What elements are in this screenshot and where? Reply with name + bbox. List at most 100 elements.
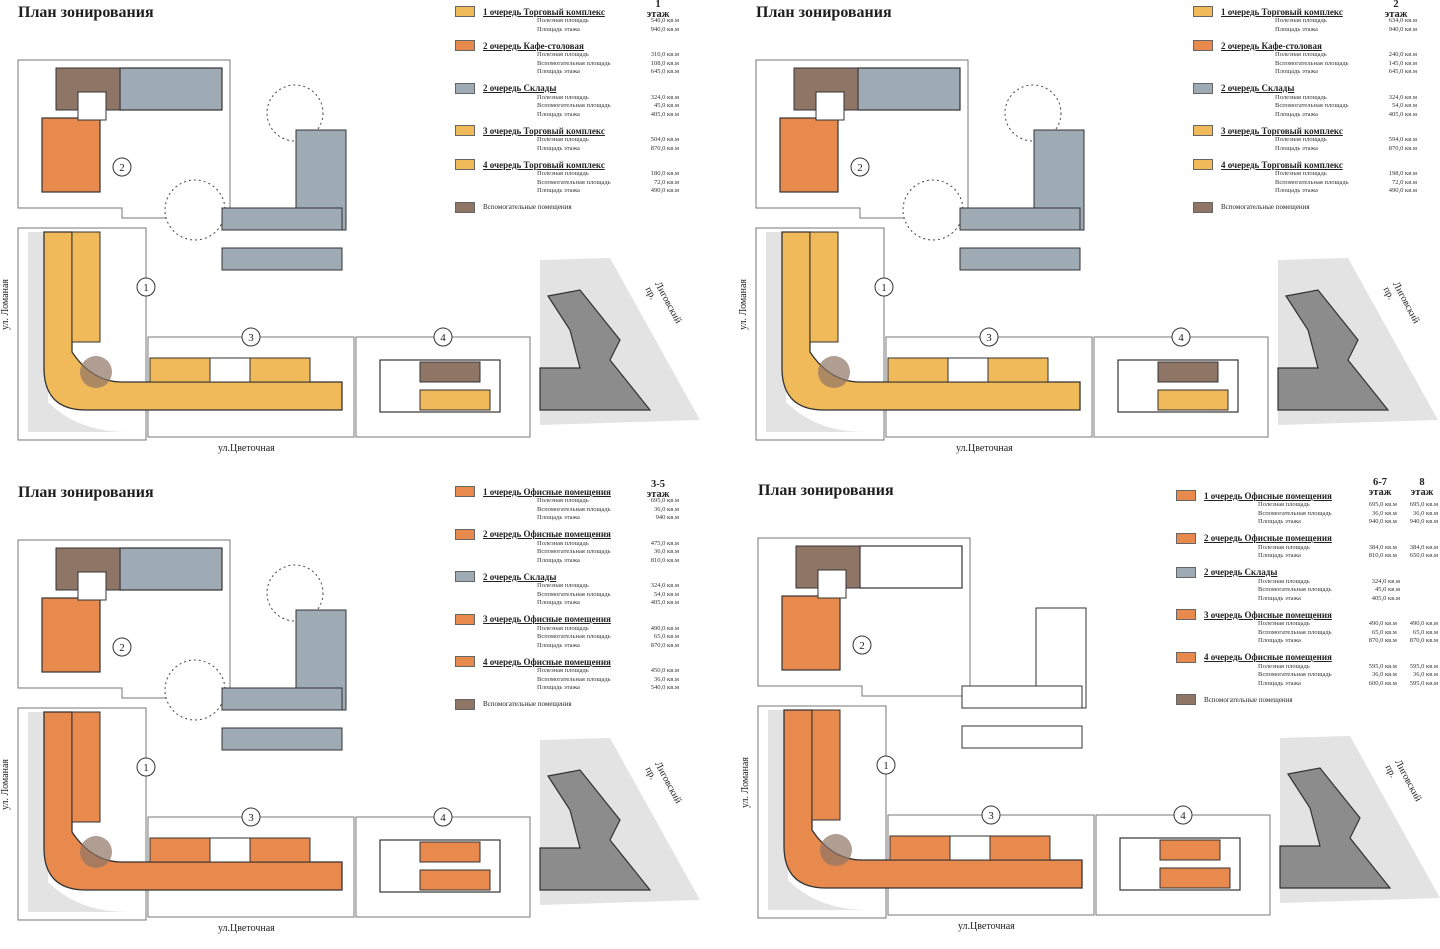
zone-label-3: 3	[986, 332, 992, 344]
legend-swatch	[455, 125, 475, 136]
legend-row-label: Полезная площадь	[1258, 620, 1310, 627]
legend-row-value: 490,0 кв.м	[1409, 620, 1439, 627]
legend-aux: Вспомогательные помещения	[455, 698, 717, 710]
zone-marker-1	[874, 277, 894, 297]
legend-swatch	[1176, 651, 1196, 663]
zone-label-1: 1	[143, 282, 149, 294]
wing-1-inner	[811, 709, 841, 821]
wing-3-core	[949, 835, 991, 861]
legend-row-value: 54,0 кв.м	[1392, 102, 1417, 109]
legend-row-value: 490,0 кв.м	[1368, 620, 1397, 627]
legend-row-label: Полезная площадь	[537, 582, 589, 589]
legend-row-value: 405,0 кв.м	[1371, 594, 1400, 602]
legend-swatch	[455, 40, 475, 51]
legend-row-value: 198,0 кв.м	[1388, 170, 1417, 177]
legend-row-value: 600,0 кв.м	[1368, 679, 1397, 687]
street-label-left: ул. Ломаная	[738, 279, 749, 330]
legend-item-header: 2 очередь Склады	[455, 571, 717, 582]
zone-2-boundary	[17, 539, 231, 699]
legend-row-value: 695,0 кв.м	[1368, 501, 1397, 508]
zone-marker-1	[136, 757, 156, 777]
wing-4-top	[1159, 839, 1221, 861]
legend-item-header: 4 очередь Офисные помещения	[455, 656, 717, 667]
legend-row-value: 645,0 кв.м	[1388, 68, 1417, 75]
zone-label-4: 4	[440, 332, 446, 344]
legend-aux-label: Вспомогательные помещения	[1204, 695, 1293, 704]
legend-item-header: 2 очередь Склады	[455, 82, 717, 94]
legend-row: Полезная площадь 490,0 кв.м 490,0 кв.м	[1176, 620, 1438, 629]
zone-marker-3	[241, 327, 261, 347]
legend-swatch	[1176, 490, 1196, 501]
legend-aux: Вспомогательные помещения	[1176, 694, 1438, 705]
legend-row-value: 36,0 кв.м	[1371, 671, 1397, 678]
atrium-stair	[818, 356, 850, 388]
legend-row-value: 65,0 кв.м	[1413, 628, 1439, 636]
legend-swatch	[1193, 159, 1213, 170]
ramp-spiral-north	[1004, 84, 1062, 142]
legend-row-label: Площадь этажа	[1258, 518, 1301, 525]
legend-item-title: 3 очередь Торговый комплекс	[1221, 125, 1343, 136]
wing-1-main	[781, 231, 1081, 411]
legend-row-label: Площадь этажа	[537, 556, 580, 564]
legend-row-label: Площадь этажа	[1258, 679, 1301, 687]
legend-row-value: 940,0 кв.м	[1368, 518, 1397, 525]
legend-row-value: 540,0 кв.м	[650, 17, 679, 24]
wing-2-west	[41, 117, 101, 193]
legend-item-header: 3 очередь Торговый комплекс	[455, 125, 717, 136]
legend-row-value: 36,0 кв.м	[1413, 509, 1439, 517]
legend-row-value: 324,0 кв.м	[1371, 577, 1400, 585]
legend-row-label: Вспомогательная площадь	[537, 548, 611, 555]
legend-row-value: 36,0 кв.м	[654, 505, 679, 513]
zone-marker-2	[852, 635, 872, 655]
legend-swatch	[455, 528, 475, 540]
legend-item-title: 1 очередь Офисные помещения	[1204, 490, 1332, 501]
zone-marker-4	[433, 327, 453, 347]
panel-title: План зонирования	[18, 4, 154, 21]
legend-item-header: 2 очередь Кафе-столовая	[1193, 40, 1440, 51]
legend-item-title: 1 очередь Торговый комплекс	[1221, 6, 1343, 17]
legend-row-value: 310,0 кв.м	[650, 51, 679, 58]
legend-aux: Вспомогательные помещения	[1193, 201, 1440, 213]
legend-row-value: 324,0 кв.м	[1388, 93, 1417, 101]
floor-header: 8 этаж	[1410, 478, 1434, 498]
warehouse-row-upper	[959, 207, 1081, 231]
legend-row-value: 940,0 кв.м	[1409, 518, 1439, 525]
ramp-spiral-west	[164, 179, 226, 241]
legend-row-value: 65,0 кв.м	[654, 633, 679, 640]
legend-swatch	[455, 656, 475, 667]
legend-swatch	[1193, 125, 1213, 136]
legend-row-label: Полезная площадь	[537, 497, 589, 504]
stair-core	[77, 91, 107, 121]
legend-row-label: Полезная площадь	[537, 170, 589, 177]
ramp-spiral-north	[266, 84, 324, 142]
zone-label-4: 4	[440, 812, 446, 824]
zone-1-boundary	[17, 707, 147, 921]
floor-header: 6-7 этаж	[1368, 478, 1392, 498]
legend-row-value: 940,0 кв.м	[1388, 25, 1417, 33]
zone-1-boundary	[757, 705, 887, 919]
legend-row-value: 240,0 кв.м	[1388, 51, 1417, 58]
wing-2-west	[41, 597, 101, 673]
legend-row-value: 36,0 кв.м	[654, 548, 679, 555]
legend-swatch	[455, 6, 475, 17]
legend-item-header: 4 очередь Торговый комплекс	[1193, 159, 1440, 170]
legend-row-label: Вспомогательная площадь	[537, 505, 611, 513]
atrium-stair	[80, 836, 112, 868]
